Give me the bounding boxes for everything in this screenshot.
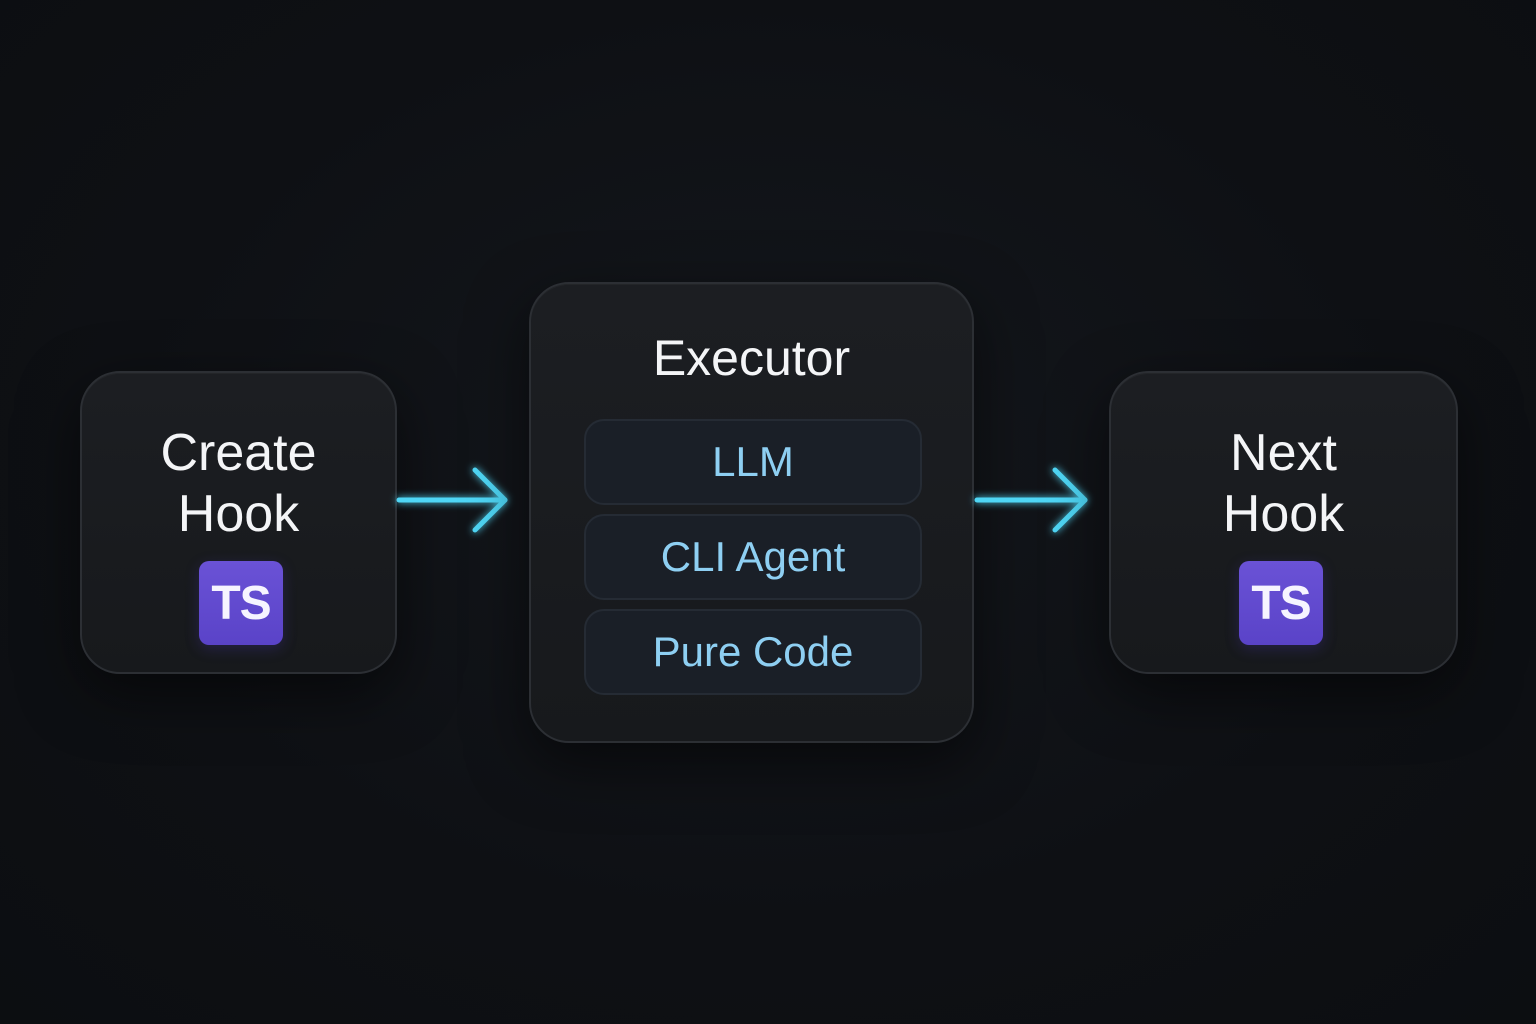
executor-option-cli-agent: CLI Agent [584,514,922,600]
create-hook-title-line2: Hook [177,485,300,543]
executor-option-pure-code: Pure Code [584,609,922,695]
typescript-badge-icon: TS [199,561,283,645]
executor-node: Executor LLM CLI Agent Pure Code [529,282,974,743]
arrow-right-icon [974,467,1088,533]
executor-option-llm: LLM [584,419,922,505]
executor-title: Executor [652,330,851,386]
next-hook-title-line2: Hook [1222,485,1345,543]
arrow-right-icon [396,467,508,533]
typescript-badge-icon: TS [1239,561,1323,645]
next-hook-title-line1: Next [1230,424,1337,482]
next-hook-node: Next Hook TS [1109,371,1458,674]
create-hook-node: Create Hook TS [80,371,397,674]
create-hook-title-line1: Create [160,424,317,482]
